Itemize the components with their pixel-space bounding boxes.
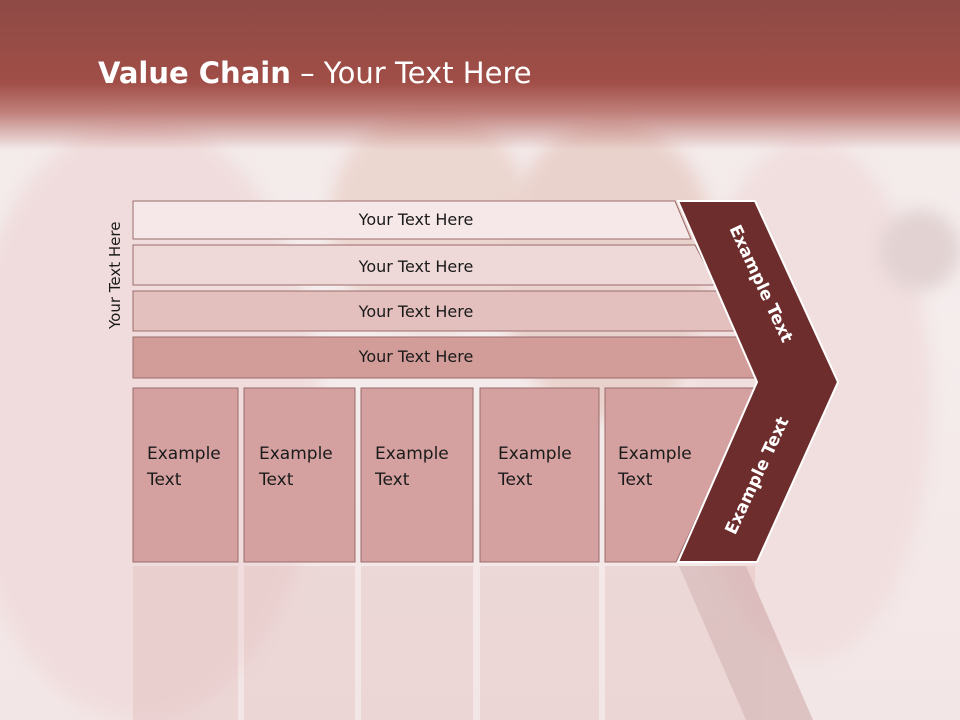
bar-3-label: Your Text Here bbox=[358, 302, 474, 321]
box-2-line-2: Text bbox=[258, 470, 294, 490]
box-3-line-1: Example bbox=[375, 444, 449, 464]
primary-boxes bbox=[132, 387, 758, 563]
box-1-line-1: Example bbox=[147, 444, 221, 464]
margin-chevron bbox=[676, 200, 840, 563]
page-title: Value Chain – Your Text Here bbox=[98, 56, 532, 90]
diagram-reflection bbox=[133, 566, 813, 720]
support-bars bbox=[132, 200, 764, 379]
bar-2-label: Your Text Here bbox=[358, 257, 474, 276]
box-3-line-2: Text bbox=[374, 470, 410, 490]
box-2-shape bbox=[243, 387, 356, 563]
photo-background-detail bbox=[880, 210, 960, 290]
box-2-line-1: Example bbox=[259, 444, 333, 464]
box-1-shape bbox=[132, 387, 239, 563]
box-5-shape bbox=[604, 387, 758, 563]
bar-1-shape bbox=[132, 200, 692, 240]
box-4-line-2: Text bbox=[497, 470, 533, 490]
title-bar bbox=[0, 0, 960, 150]
box-5-line-2: Text bbox=[617, 470, 653, 490]
bar-1-label: Your Text Here bbox=[358, 210, 474, 229]
bar-4-label: Your Text Here bbox=[358, 347, 474, 366]
box-3-shape bbox=[360, 387, 474, 563]
box-4-shape bbox=[479, 387, 600, 563]
box-1-line-2: Text bbox=[146, 470, 182, 490]
box-5-line-1: Example bbox=[618, 444, 692, 464]
box-4-line-1: Example bbox=[498, 444, 572, 464]
